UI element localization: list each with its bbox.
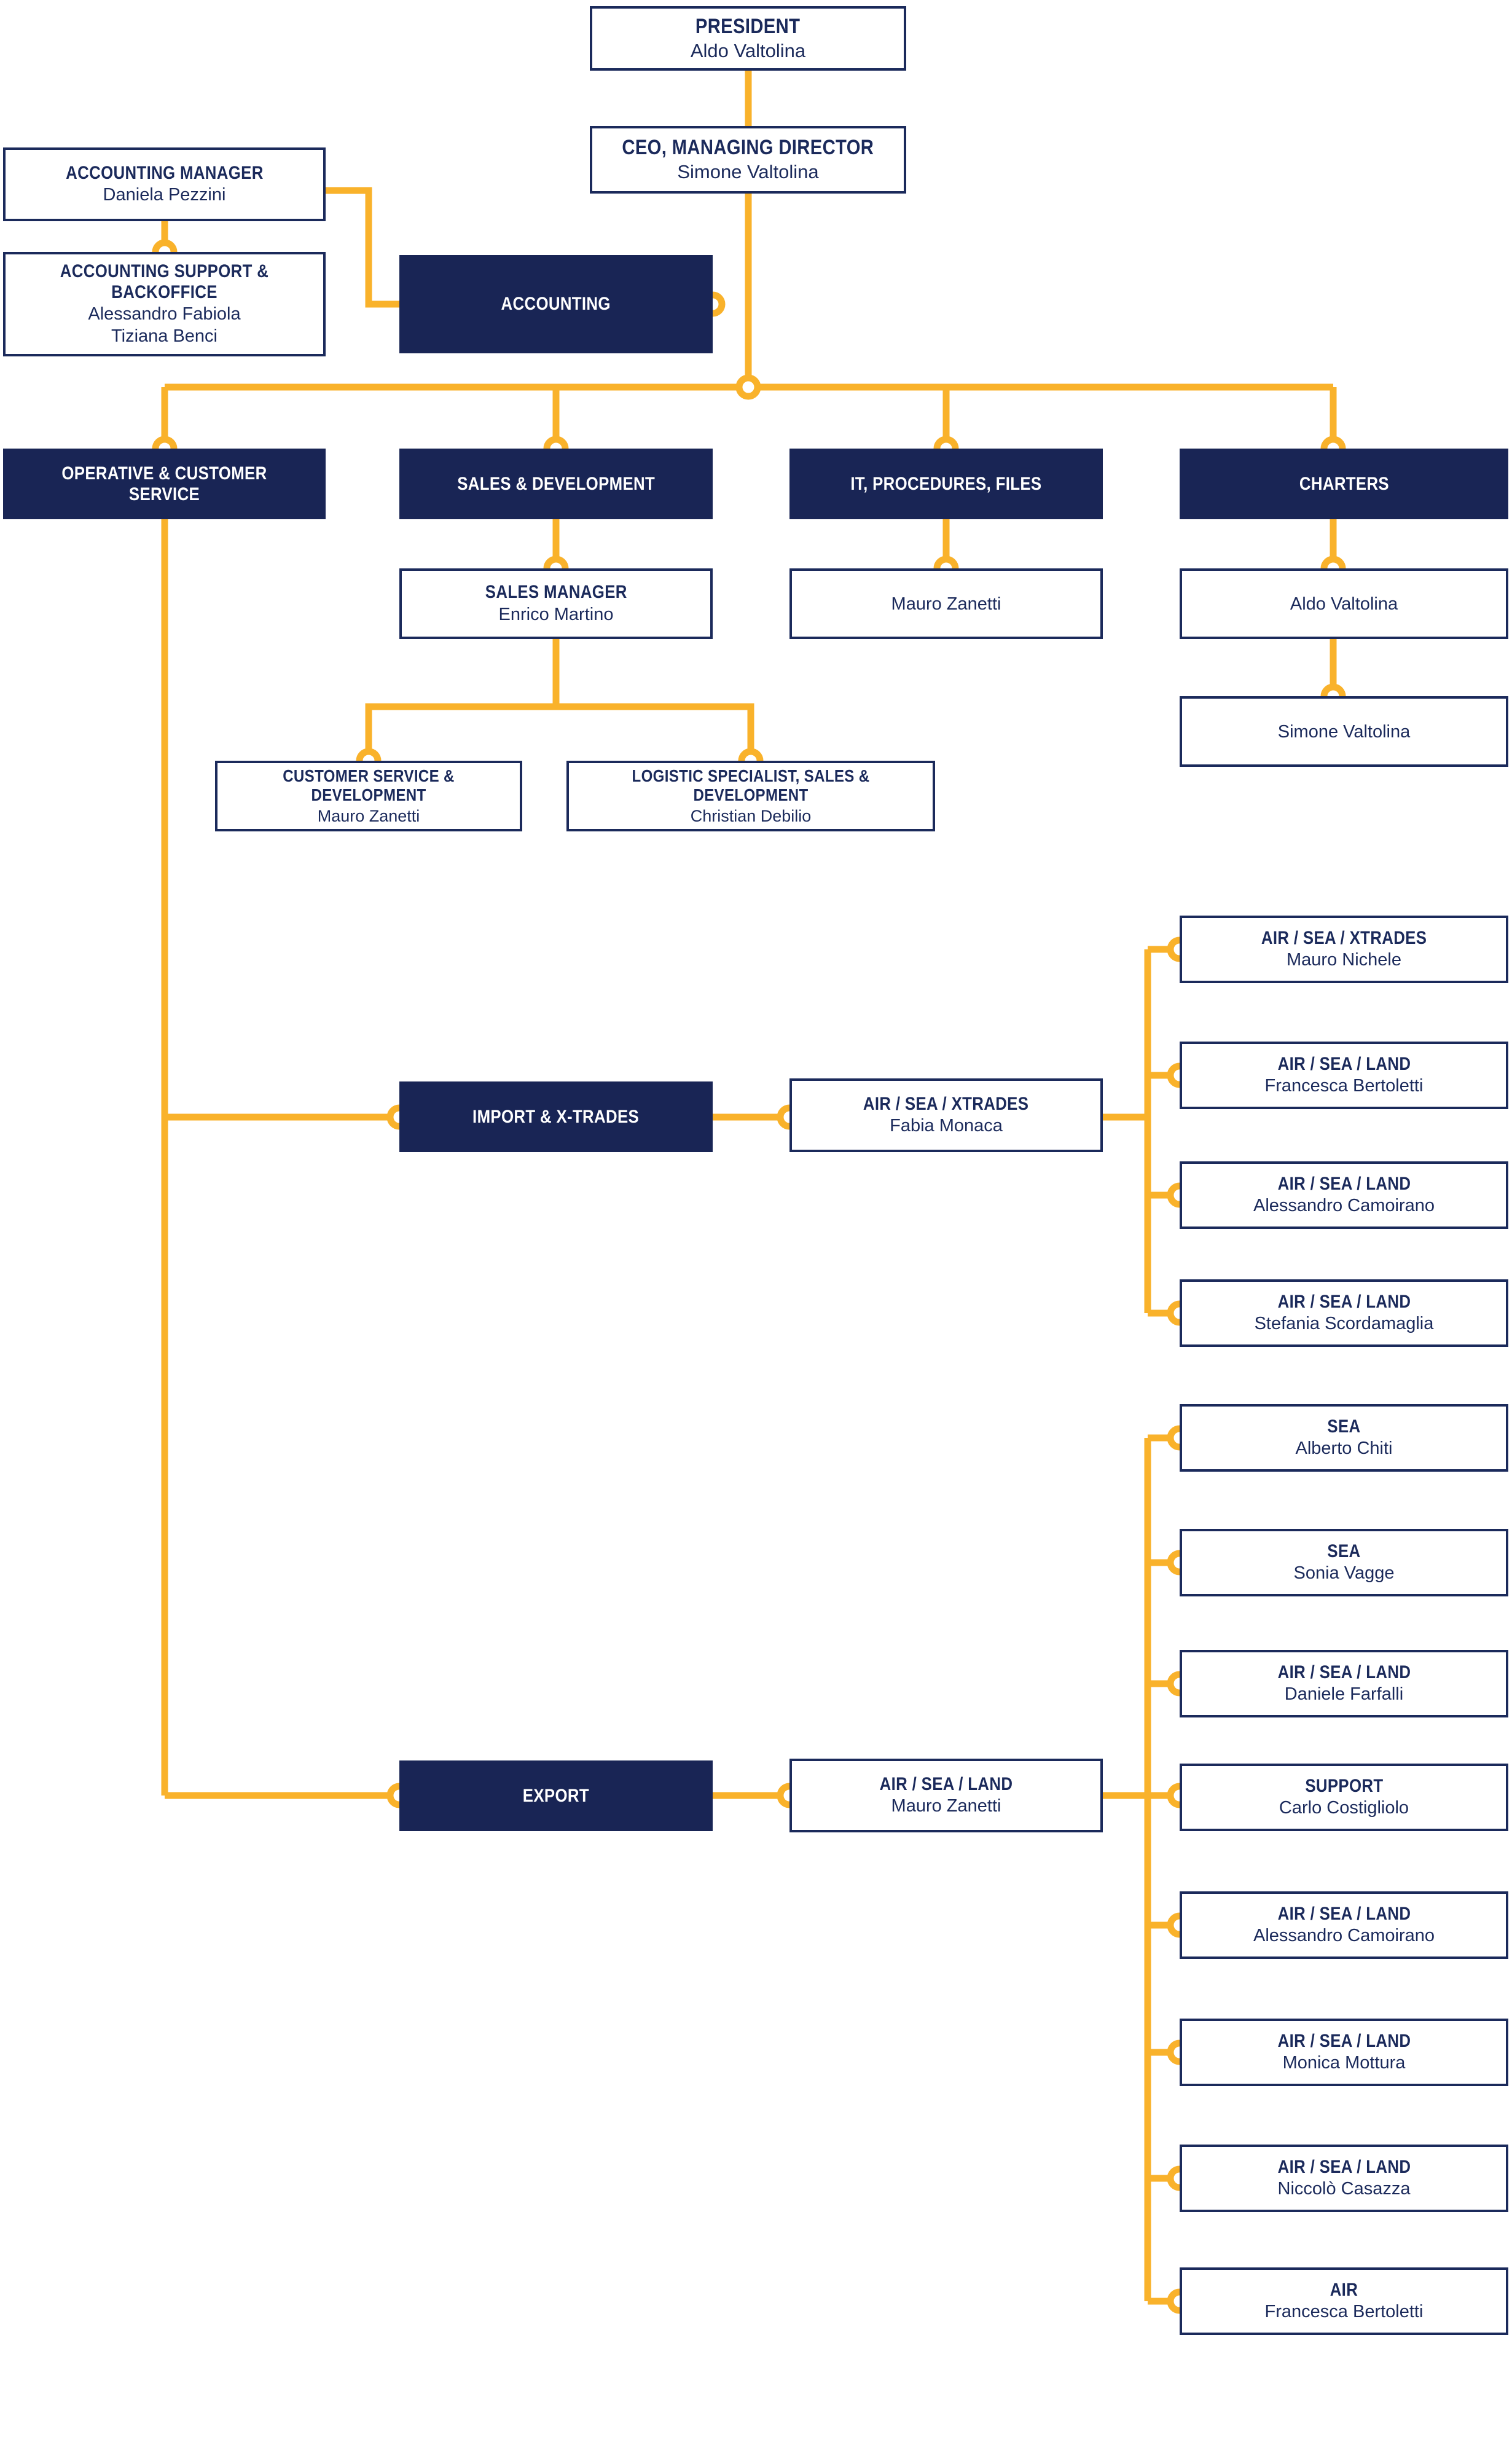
node-role-label: IT, PROCEDURES, FILES [850,473,1042,494]
org-node-dept-operative[interactable]: OPERATIVE & CUSTOMER SERVICE [3,449,326,519]
node-person-name: Aldo Valtolina [1290,594,1398,614]
node-person-name: Mauro Zanetti [317,806,420,825]
node-person-name: Daniela Pezzini [103,185,226,205]
org-node-logistic-specialist[interactable]: LOGISTIC SPECIALIST, SALES & DEVELOPMENT… [566,761,935,831]
node-role-label: SUPPORT [1304,1775,1384,1796]
node-role-label: AIR / SEA / LAND [1277,1173,1411,1194]
node-person-name: Carlo Costigliolo [1279,1798,1409,1818]
node-person-name: Alessandro Camoirano [1253,1196,1435,1216]
connector-paths [130,71,1337,2305]
node-role-label: CHARTERS [1299,473,1389,494]
node-person-name: Christian Debilio [690,806,812,825]
node-role-label: CEO, MANAGING DIRECTOR [622,136,874,160]
org-node-dept-it[interactable]: IT, PROCEDURES, FILES [789,449,1103,519]
node-person-name: Niccolò Casazza [1277,2179,1411,2199]
org-node-accounting[interactable]: ACCOUNTING [399,255,713,353]
node-person-name: Mauro Nichele [1287,950,1401,970]
node-role-label: AIR / SEA / LAND [1277,1053,1411,1074]
node-role-label: AIR [1330,2279,1358,2300]
node-role-label: AIR / SEA / XTRADES [1261,927,1427,948]
org-node-it-person[interactable]: Mauro Zanetti [789,568,1103,639]
org-node-charters-person-2[interactable]: Simone Valtolina [1180,696,1508,767]
node-person-name: Francesca Bertoletti [1264,2302,1424,2322]
node-person-name: Simone Valtolina [677,161,819,183]
node-role-label: AIR / SEA / LAND [1277,2030,1411,2051]
node-role-label: CUSTOMER SERVICE & DEVELOPMENT [283,766,455,805]
node-role-label: SEA [1327,1540,1361,1561]
node-role-label: ACCOUNTING SUPPORT & BACKOFFICE [60,261,269,302]
node-role-label: AIR / SEA / LAND [879,1773,1013,1794]
node-person-name: Alessandro Camoirano [1253,1926,1435,1946]
node-person-name: Aldo Valtolina [690,39,806,61]
connector-line [365,639,560,761]
org-node-import-xtrades[interactable]: IMPORT & X-TRADES [399,1081,713,1152]
node-role-label: SALES MANAGER [485,582,627,603]
node-person-name: Francesca Bertoletti [1264,1076,1424,1096]
connector-line [556,703,754,761]
node-role-label: AIR / SEA / LAND [1277,1662,1411,1682]
node-person-name: Alessandro Fabiola [88,304,241,324]
connector-joint-icon [735,374,761,400]
node-person-name: Enrico Martino [498,604,614,624]
node-role-label: AIR / SEA / XTRADES [863,1093,1029,1114]
node-person-name: Stefania Scordamaglia [1254,1314,1434,1334]
node-role-label: SALES & DEVELOPMENT [457,473,655,494]
node-role-label: SEA [1327,1416,1361,1437]
org-node-dept-charters[interactable]: CHARTERS [1180,449,1508,519]
node-role-label: AIR / SEA / LAND [1277,1291,1411,1312]
node-role-label: IMPORT & X-TRADES [472,1106,640,1127]
node-person-name: Simone Valtolina [1277,722,1411,742]
node-person-name: Tiziana Benci [111,326,217,347]
node-role-label: EXPORT [522,1785,590,1806]
org-node-export[interactable]: EXPORT [399,1760,713,1831]
node-role-label: AIR / SEA / LAND [1277,1903,1411,1924]
node-role-label: ACCOUNTING [501,294,611,315]
node-person-name: Alberto Chiti [1295,1438,1393,1459]
node-person-name: Sonia Vagge [1293,1563,1395,1584]
node-role-label: PRESIDENT [695,14,801,38]
node-person-name: Fabia Monaca [890,1116,1003,1136]
org-node-dept-sales[interactable]: SALES & DEVELOPMENT [399,449,713,519]
node-role-label: LOGISTIC SPECIALIST, SALES & DEVELOPMENT [632,766,870,805]
node-person-name: Mauro Zanetti [891,1796,1001,1816]
node-person-name: Mauro Zanetti [891,594,1001,614]
node-person-name: Daniele Farfalli [1284,1684,1404,1705]
node-role-label: OPERATIVE & CUSTOMER SERVICE [61,463,267,504]
node-role-label: AIR / SEA / LAND [1277,2156,1411,2177]
node-person-name: Monica Mottura [1282,2053,1406,2073]
node-role-label: ACCOUNTING MANAGER [65,162,264,183]
org-node-charters-person-1[interactable]: Aldo Valtolina [1180,568,1508,639]
